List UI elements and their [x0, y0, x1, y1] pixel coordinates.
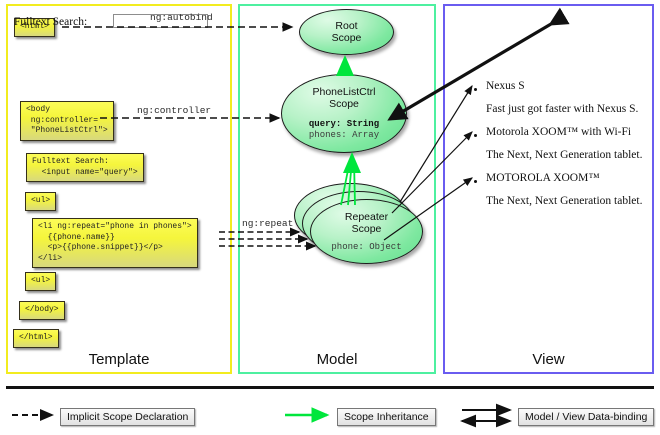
column-title-template: Template [88, 351, 150, 368]
bullet-dot [474, 134, 477, 137]
edge-label-autobind: ng:autobind [150, 12, 213, 23]
edge-label-repeat: ng:repeat [242, 218, 294, 229]
code-box-body-close: </body> [19, 301, 65, 320]
bullet-dot [474, 88, 477, 91]
view-item-name: MOTOROLA XOOM™ [486, 172, 600, 184]
code-box-search: Fulltext Search: <input name="query"> [26, 153, 144, 182]
legend-item-model-view-data-binding: Model / View Data-binding [518, 408, 655, 426]
view-search-label: Fulltext Search: [14, 16, 88, 28]
edge-label-controller: ng:controller [137, 105, 212, 116]
legend-item-scope-inheritance: Scope Inheritance [337, 408, 436, 426]
view-item-snippet: Fast just got faster with Nexus S. [486, 103, 639, 115]
code-box-body-open: <body ng:controller= "PhoneListCtrl"> [20, 101, 114, 141]
column-title-view: View [532, 351, 565, 368]
view-item-snippet: The Next, Next Generation tablet. [486, 149, 643, 161]
view-item-name: Motorola XOOM™ with Wi-Fi [486, 126, 632, 138]
code-box-html-close: </html> [13, 329, 59, 348]
bullet-dot [474, 180, 477, 183]
scope-root-title-2: Scope [331, 32, 362, 44]
scope-phonelistctrl: PhoneListCtrl Scope query: String phones… [281, 74, 407, 153]
scope-phonelistctrl-prop-phones: phones: Array [308, 130, 380, 140]
code-box-li-repeat: <li ng:repeat="phone in phones"> {{phone… [32, 218, 198, 268]
view-item-snippet: The Next, Next Generation tablet. [486, 195, 643, 207]
column-title-model: Model [316, 351, 358, 368]
scope-root: Root Scope [299, 9, 394, 55]
scope-repeater-title-2: Scope [351, 222, 382, 235]
column-view: View [443, 4, 654, 374]
scope-repeater: Repeater Scope phone: Object [310, 199, 423, 264]
double-arrow-icon [460, 403, 512, 428]
scope-repeater-title-1: Repeater [344, 210, 389, 223]
code-box-html-open: <html> [14, 18, 55, 37]
scope-phonelistctrl-title-2: Scope [329, 98, 359, 110]
view-search-input[interactable] [113, 14, 208, 28]
legend-divider [6, 386, 654, 389]
scope-root-title-1: Root [335, 20, 358, 32]
code-box-ul-open: <ul> [25, 192, 57, 211]
code-box-ul-close: <ul> [25, 272, 57, 291]
view-item-name: Nexus S [486, 80, 525, 92]
scope-phonelistctrl-title-1: PhoneListCtrl [312, 86, 376, 98]
legend-item-implicit-scope-declaration: Implicit Scope Declaration [60, 408, 196, 426]
scope-repeater-prop-phone: phone: Object [331, 241, 402, 252]
scope-phonelistctrl-prop-query: query: String [308, 119, 380, 129]
